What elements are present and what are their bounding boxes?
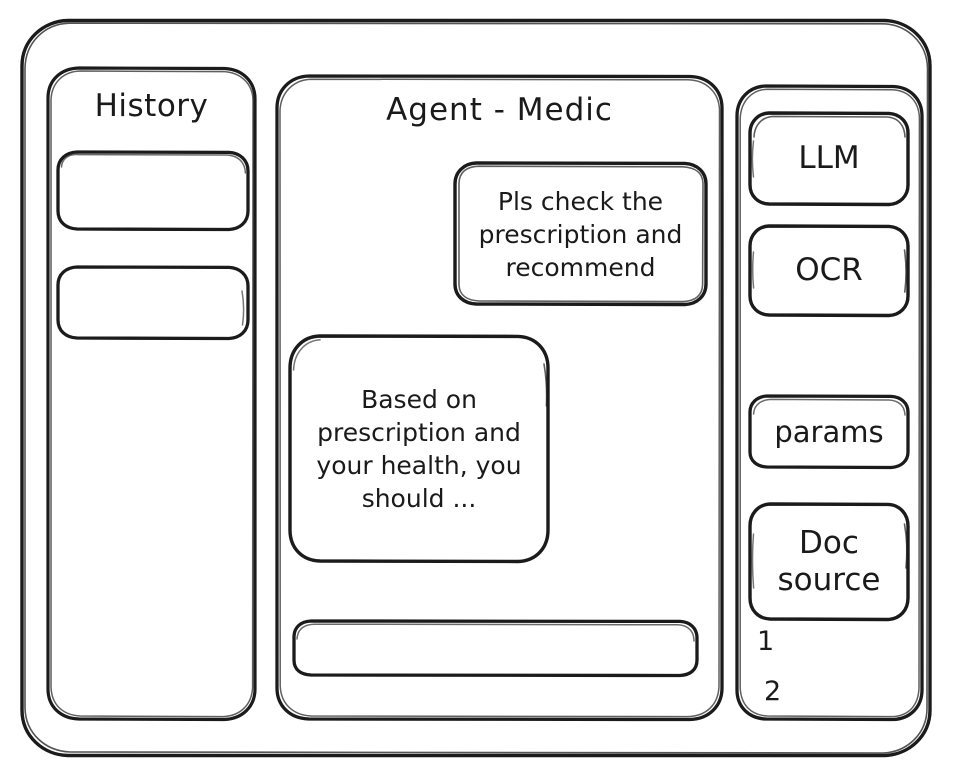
tool-button-llm-label: LLM (798, 140, 860, 177)
tool-button-doc-source-label: Doc source (777, 524, 881, 598)
chat-bubble-assistant: Based on prescription and your health, y… (288, 334, 550, 564)
chat-bubble-assistant-text: Based on prescription and your health, y… (316, 385, 522, 513)
history-item[interactable] (56, 150, 250, 232)
chat-bubble-user-text: Pls check the prescription and recommend (478, 186, 683, 282)
history-item-outline (56, 150, 250, 232)
agent-panel: Agent - Medic Pls check the prescription… (275, 74, 724, 722)
doc-source-list-item[interactable]: 1 (757, 626, 775, 657)
history-item[interactable] (56, 265, 250, 341)
tool-button-llm[interactable]: LLM (748, 111, 910, 207)
history-item-outline (56, 265, 250, 341)
tools-panel: LLM OCR params Doc source 1 2 (735, 84, 924, 722)
tool-button-params-label: params (774, 414, 884, 449)
history-panel-title: History (94, 88, 209, 124)
tool-button-params[interactable]: params (748, 394, 910, 470)
tool-button-ocr-label: OCR (795, 252, 863, 289)
chat-bubble-user: Pls check the prescription and recommend (453, 161, 708, 307)
message-input-outline (292, 619, 699, 678)
history-panel: History (46, 66, 257, 722)
message-input[interactable] (292, 619, 699, 678)
doc-source-list-item[interactable]: 2 (764, 676, 782, 707)
agent-panel-title: Agent - Medic (386, 92, 613, 128)
tool-button-ocr[interactable]: OCR (748, 224, 910, 318)
tool-button-doc-source[interactable]: Doc source (748, 502, 910, 622)
